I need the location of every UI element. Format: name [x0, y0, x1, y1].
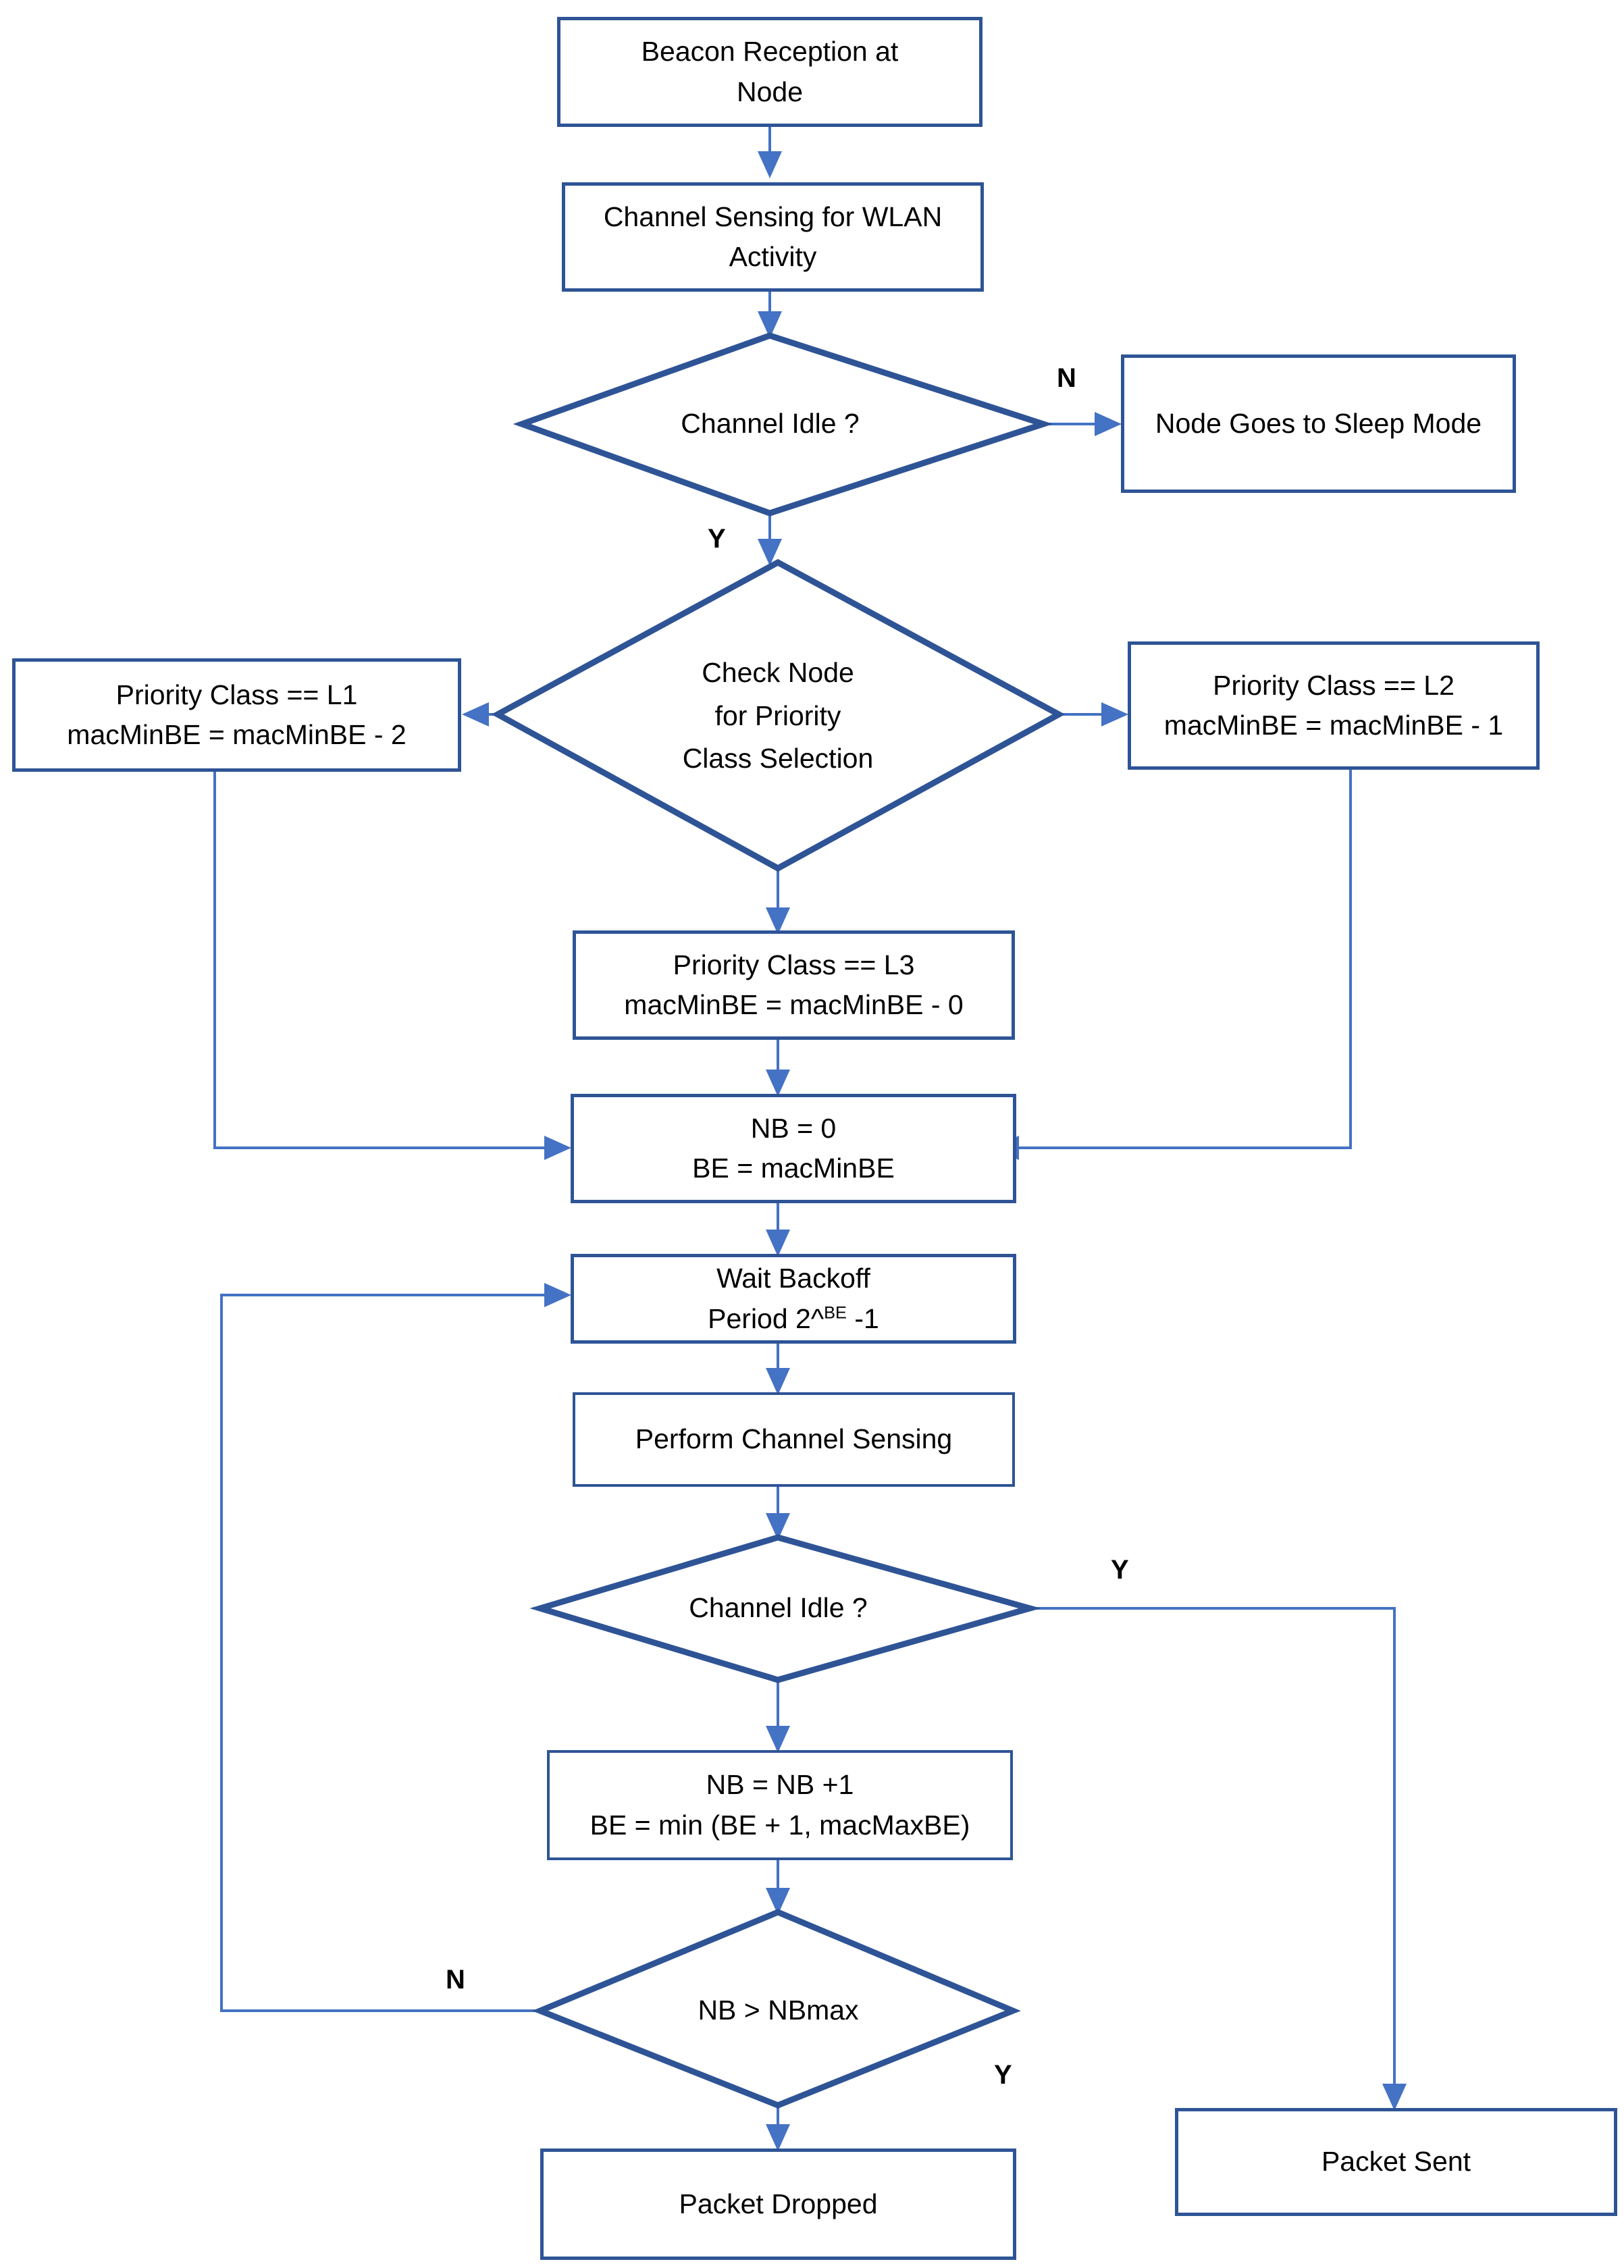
l2-line-1: Priority Class == L2	[1213, 669, 1455, 701]
edge-idle2-yes-to-sent	[1032, 1607, 1407, 2111]
process-packet-sent[interactable]: Packet Sent	[1175, 2108, 1617, 2216]
process-priority-class-l3[interactable]: Priority Class == L3 macMinBE = macMinBE…	[573, 930, 1015, 1040]
increment-line-2: BE = min (BE + 1, macMaxBE)	[590, 1809, 970, 1841]
process-channel-sensing-wlan[interactable]: Channel Sensing for WLAN Activity	[562, 182, 984, 292]
decision-channel-idle-1-shape	[513, 332, 1053, 517]
edge-nbmax-no-to-backoff	[220, 1283, 571, 2012]
idle1-yes-text: Y	[708, 524, 726, 554]
channel-idle-2-text: Channel Idle ?	[689, 1592, 868, 1624]
process-increment-nb[interactable]: NB = NB +1 BE = min (BE + 1, macMaxBE)	[547, 1750, 1013, 1860]
process-priority-class-l2[interactable]: Priority Class == L2 macMinBE = macMinBE…	[1128, 641, 1540, 770]
process-packet-dropped[interactable]: Packet Dropped	[540, 2148, 1016, 2260]
sleep-mode-label: Node Goes to Sleep Mode	[1155, 407, 1482, 439]
process-node-sleep-mode[interactable]: Node Goes to Sleep Mode	[1121, 354, 1516, 493]
idle1-no-text: N	[1057, 363, 1076, 393]
packet-dropped-label: Packet Dropped	[679, 2188, 878, 2219]
nb-gt-nbmax-text: NB > NBmax	[698, 1995, 859, 2026]
nbmax-no-text: N	[446, 1965, 465, 1995]
backoff-line-1: Wait Backoff	[716, 1263, 870, 1294]
init-line-2: BE = macMinBE	[692, 1153, 895, 1184]
l3-line-1: Priority Class == L3	[673, 949, 915, 980]
decision-nb-gt-nbmax-shape	[532, 1909, 1021, 2109]
decision-channel-idle-2-label[interactable]: Channel Idle ?	[631, 1588, 925, 1629]
process-beacon-reception[interactable]: Beacon Reception at Node	[557, 17, 983, 127]
edge-l2-to-init	[992, 770, 1352, 1160]
branch-label-idle2-yes: Y	[1111, 1556, 1129, 1583]
check-priority-line-1: Check Node	[702, 657, 854, 689]
backoff-line-2: Period 2^BE -1	[708, 1299, 879, 1339]
decision-channel-idle-2-shape	[529, 1534, 1041, 1683]
edge-l1-to-init	[213, 770, 571, 1160]
decision-check-priority-shape	[491, 558, 1066, 872]
l2-line-2: macMinBE = macMinBE - 1	[1163, 710, 1504, 741]
process-priority-class-l1[interactable]: Priority Class == L1 macMinBE = macMinBE…	[12, 658, 461, 772]
decision-channel-idle-1-label[interactable]: Channel Idle ?	[623, 404, 917, 444]
idle2-yes-text: Y	[1111, 1555, 1129, 1585]
branch-label-idle1-yes: Y	[708, 525, 726, 552]
process-init-nb-be[interactable]: NB = 0 BE = macMinBE	[571, 1094, 1016, 1203]
beacon-line-1: Beacon Reception at	[641, 36, 899, 68]
increment-line-1: NB = NB +1	[706, 1769, 854, 1801]
backoff-period-superscript: BE	[824, 1302, 847, 1322]
process-perform-channel-sensing[interactable]: Perform Channel Sensing	[573, 1392, 1015, 1487]
decision-check-priority-label[interactable]: Check Node for Priority Class Selection	[616, 650, 940, 782]
beacon-line-2: Node	[736, 76, 803, 107]
packet-sent-label: Packet Sent	[1321, 2146, 1471, 2178]
nbmax-yes-text: Y	[994, 2060, 1012, 2090]
check-priority-line-3: Class Selection	[682, 743, 874, 774]
process-wait-backoff[interactable]: Wait Backoff Period 2^BE -1	[571, 1254, 1016, 1344]
branch-label-nbmax-yes: Y	[994, 2061, 1012, 2088]
branch-label-idle1-no: N	[1057, 365, 1076, 392]
l1-line-1: Priority Class == L1	[115, 679, 358, 710]
decision-nb-gt-nbmax-label[interactable]: NB > NBmax	[638, 1990, 918, 2031]
l3-line-2: macMinBE = macMinBE - 0	[624, 989, 964, 1020]
perform-sensing-label: Perform Channel Sensing	[635, 1423, 953, 1455]
sensing-line-2: Activity	[729, 241, 817, 272]
channel-idle-1-text: Channel Idle ?	[681, 408, 860, 440]
init-line-1: NB = 0	[750, 1112, 837, 1144]
check-priority-line-2: for Priority	[714, 700, 841, 731]
l1-line-2: macMinBE = macMinBE - 2	[67, 719, 407, 750]
branch-label-nbmax-no: N	[446, 1966, 465, 1993]
sensing-line-1: Channel Sensing for WLAN	[603, 201, 943, 232]
backoff-period-prefix: Period 2^	[708, 1302, 824, 1334]
backoff-period-suffix: -1	[847, 1302, 879, 1334]
